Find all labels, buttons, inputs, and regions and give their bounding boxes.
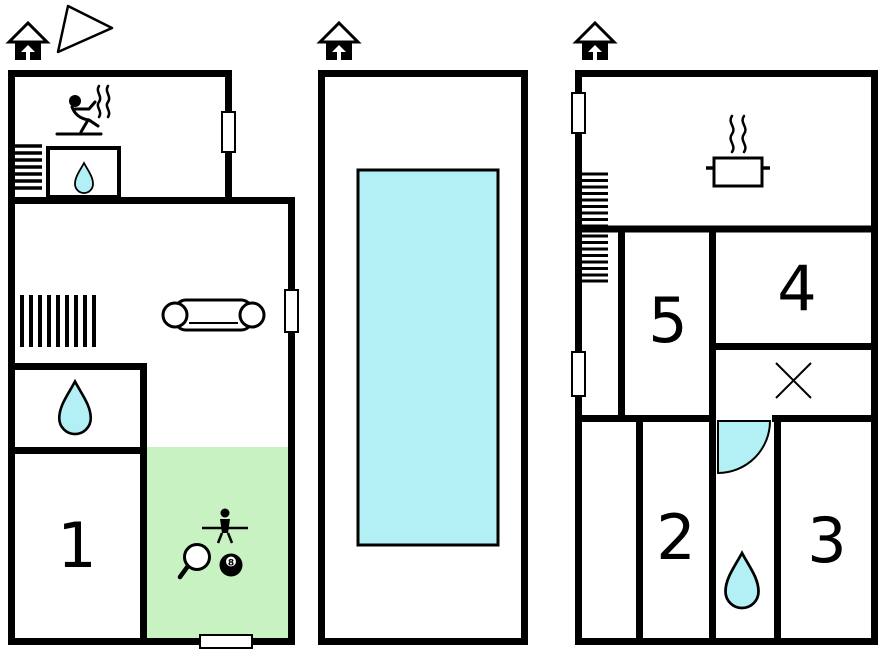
water-droplet-icon [57, 378, 93, 436]
sauna-icon [55, 84, 111, 136]
entrance-house-icon [572, 20, 618, 60]
swimming-pool [356, 168, 500, 547]
billiard-8ball-icon: 8 [219, 553, 243, 577]
table-tennis-paddle-icon [177, 543, 211, 580]
table-football-icon [202, 508, 248, 544]
room-label-4: 4 [777, 252, 816, 325]
sofa-icon [161, 298, 266, 332]
room-label-5: 5 [648, 284, 687, 357]
door-window-marker [199, 634, 253, 649]
cooking-pot-icon [706, 114, 770, 188]
water-droplet-icon [724, 550, 760, 610]
billiard-ball-number: 8 [228, 559, 234, 569]
right-building-interior-walls [575, 225, 875, 641]
stairs-icon [580, 234, 608, 283]
compass-north-icon [56, 4, 114, 54]
stairs-icon [20, 295, 96, 347]
entrance-house-icon [316, 20, 362, 60]
door-window-marker [571, 351, 586, 397]
room-label-3: 3 [807, 504, 846, 577]
door-window-marker [571, 92, 586, 134]
door-swing-icon [717, 420, 772, 475]
left-building-interior-walls [11, 197, 228, 641]
room-label-2: 2 [656, 501, 695, 574]
cross-marker-icon [775, 362, 812, 399]
stairs-icon [580, 172, 608, 228]
stairs-icon [12, 144, 42, 190]
room-label-1: 1 [57, 509, 96, 582]
entrance-house-icon [5, 20, 51, 60]
water-droplet-icon [74, 161, 94, 194]
door-window-marker [221, 111, 236, 153]
door-window-marker [284, 289, 299, 333]
